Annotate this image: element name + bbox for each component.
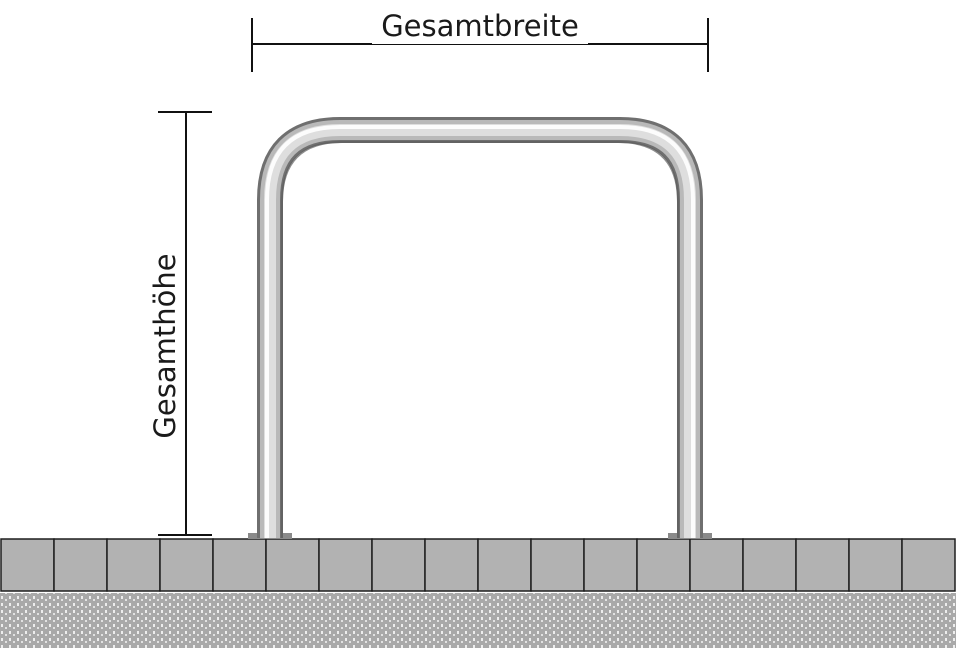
height-dimension: Gesamthöhe [148, 111, 212, 536]
paver-stone [371, 538, 426, 592]
paver-stone [53, 538, 108, 592]
paver-stone [901, 538, 956, 592]
paver-stone [318, 538, 373, 592]
paver-stone [159, 538, 214, 592]
paver-stone [689, 538, 744, 592]
height-label: Gesamthöhe [148, 253, 182, 438]
paver-stone [795, 538, 850, 592]
paver-stone [636, 538, 691, 592]
paver-row [0, 538, 956, 592]
paver-stone [742, 538, 797, 592]
paver-stone [106, 538, 161, 592]
paver-stone [212, 538, 267, 592]
paver-stone [477, 538, 532, 592]
paver-stone [265, 538, 320, 592]
paver-stone [583, 538, 638, 592]
paver-stone [530, 538, 585, 592]
paver-stone [0, 538, 55, 592]
paver-stone [848, 538, 903, 592]
paver-stone [424, 538, 479, 592]
bicycle-stand-tube-icon [248, 117, 712, 539]
soil-layer [0, 593, 956, 648]
width-label: Gesamtbreite [381, 9, 579, 43]
width-dimension: Gesamtbreite [251, 8, 709, 72]
